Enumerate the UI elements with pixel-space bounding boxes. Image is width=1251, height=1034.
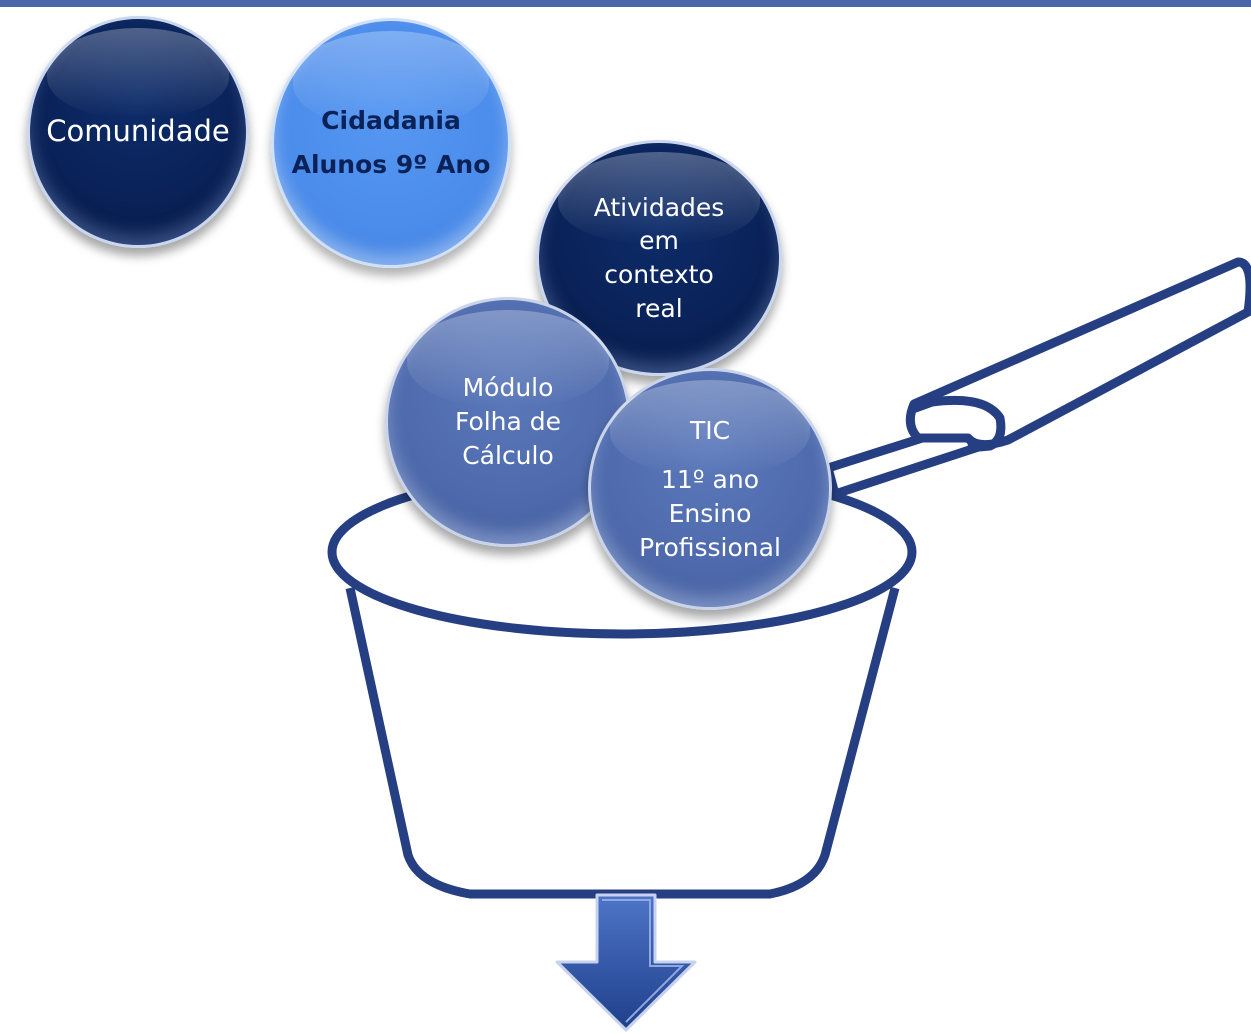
pot-handle: [823, 257, 1251, 499]
node-cidadania: Cidadania Alunos 9º Ano: [271, 18, 511, 268]
down-arrow-icon: [555, 893, 697, 1032]
node-modulo: Módulo Folha de Cálculo: [385, 297, 631, 547]
node-tic: TIC 11º ano Ensino Profissional: [588, 368, 832, 610]
node-comunidade: Comunidade: [27, 16, 249, 248]
top-bar: [0, 0, 1251, 7]
node-atividades: Atividades em contexto real: [536, 140, 782, 376]
